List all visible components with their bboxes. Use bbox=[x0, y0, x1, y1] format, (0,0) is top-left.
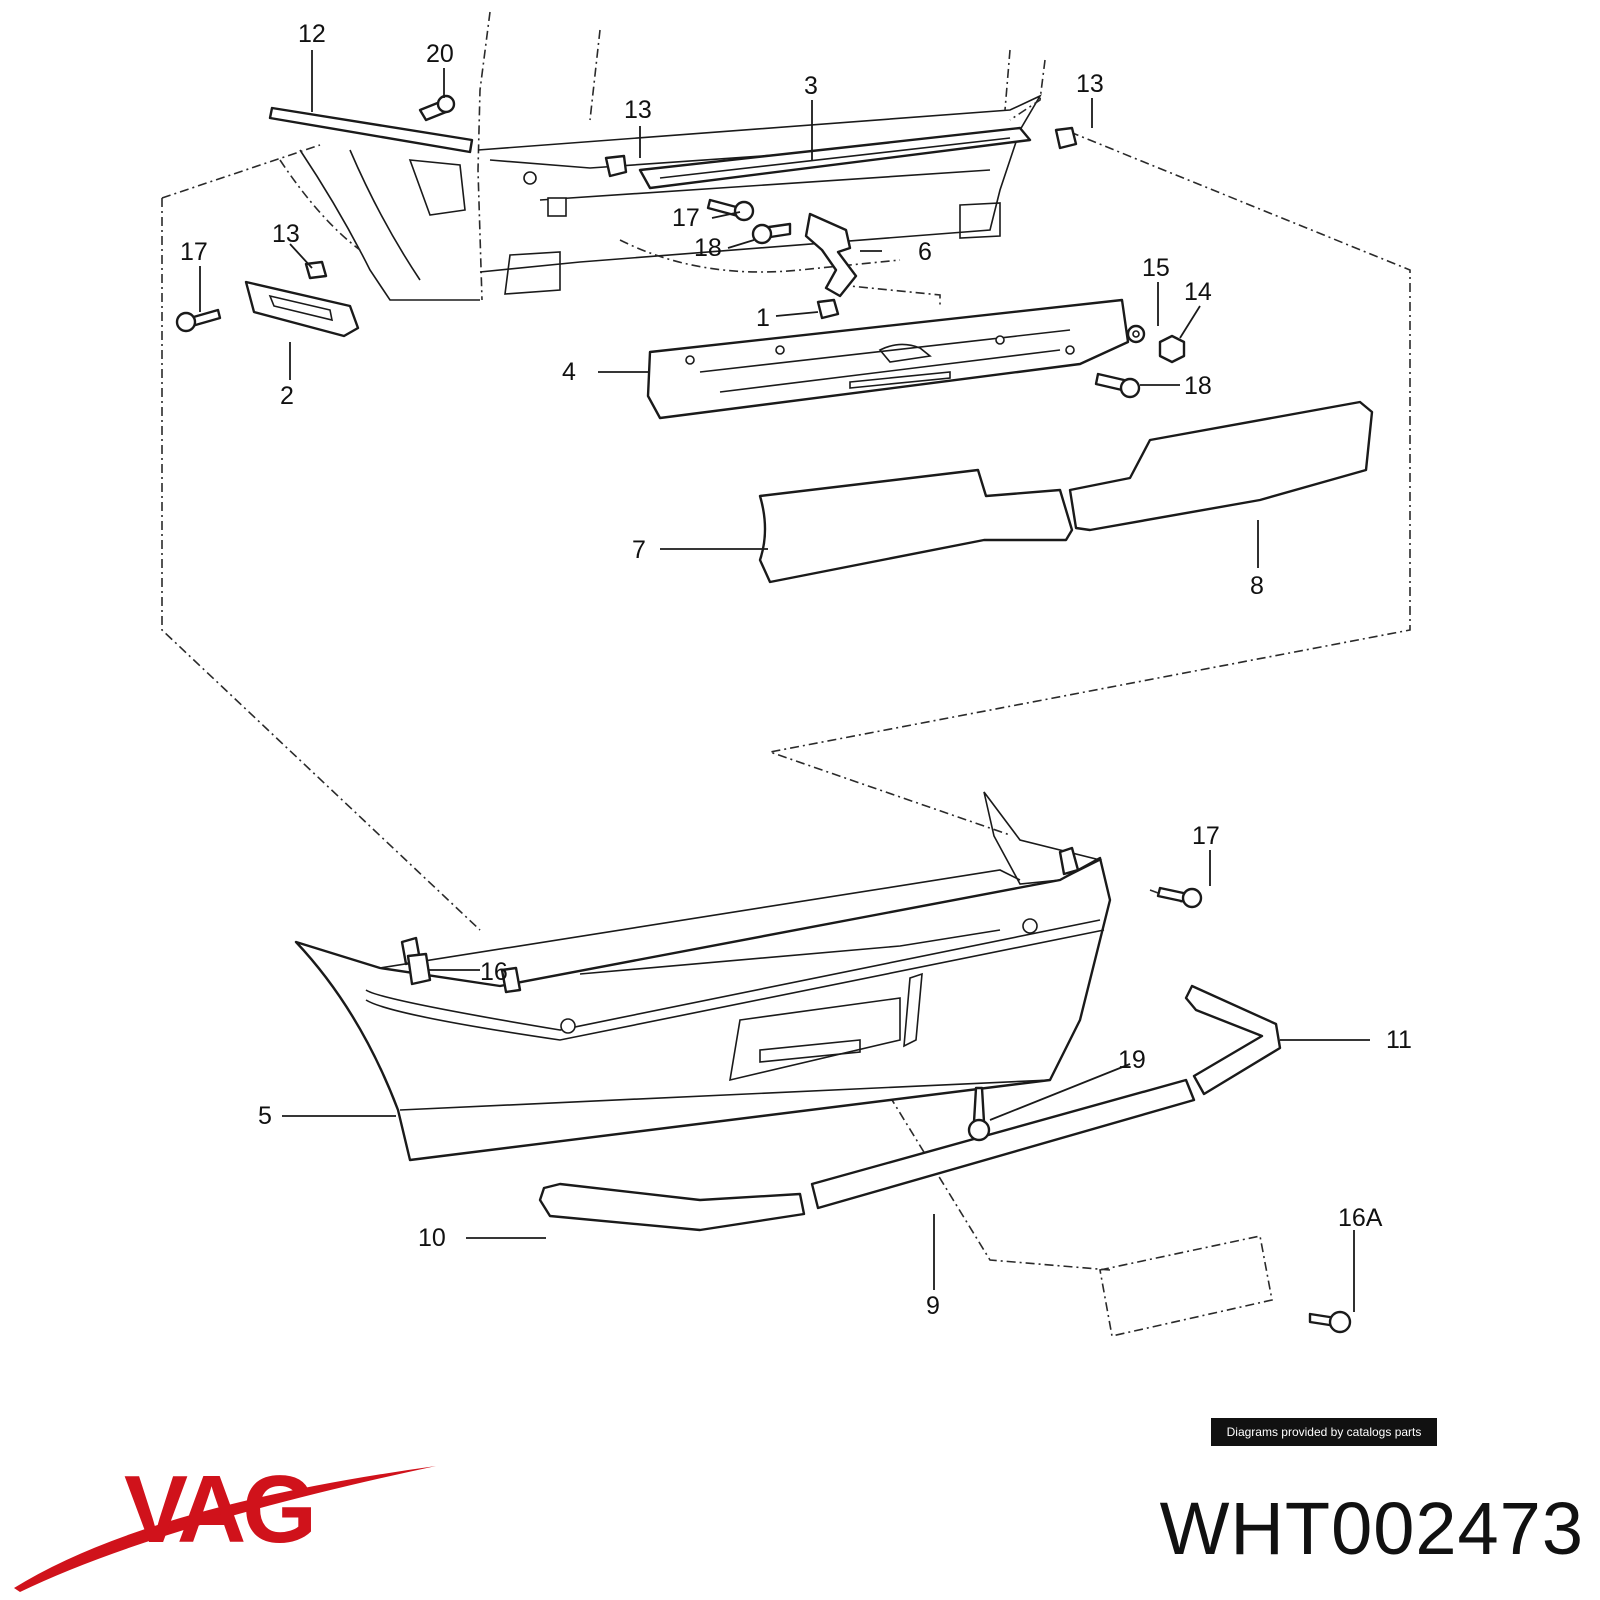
svg-text:VAG: VAG bbox=[124, 1456, 313, 1563]
vag-logo: VAG bbox=[14, 1456, 436, 1592]
callout-16a: 16A bbox=[1338, 1204, 1383, 1232]
part-15-washer bbox=[1126, 324, 1146, 344]
callout-18-right: 18 bbox=[1184, 372, 1212, 400]
callout-11: 11 bbox=[1386, 1026, 1412, 1054]
callout-13-center: 13 bbox=[624, 96, 652, 124]
callout-5: 5 bbox=[258, 1102, 272, 1130]
part-4-impact-beam bbox=[646, 298, 1130, 420]
license-plate-outline bbox=[1099, 1235, 1273, 1337]
callout-16: 16 bbox=[480, 958, 508, 986]
part-16a-screw bbox=[1308, 1310, 1352, 1334]
callout-2: 2 bbox=[280, 382, 294, 410]
callout-12: 12 bbox=[298, 20, 326, 48]
part-6-bracket bbox=[804, 212, 858, 298]
part-17-screws bbox=[175, 198, 1203, 909]
callout-14: 14 bbox=[1184, 278, 1212, 306]
part-2-bracket bbox=[244, 280, 360, 338]
callout-15: 15 bbox=[1142, 254, 1170, 282]
part-10-molding bbox=[538, 1182, 806, 1232]
part-20-screw bbox=[418, 94, 456, 122]
callout-20: 20 bbox=[426, 40, 454, 68]
callout-3: 3 bbox=[804, 72, 818, 100]
callout-17-bumper: 17 bbox=[1192, 822, 1220, 850]
part-12-trim-strip bbox=[268, 106, 474, 154]
callout-labels: 12 20 3 13 13 17 18 6 13 17 15 14 1 4 18… bbox=[180, 20, 1412, 1320]
callout-6: 6 bbox=[918, 238, 932, 266]
part-13-clips bbox=[304, 126, 1078, 280]
callout-7: 7 bbox=[632, 536, 646, 564]
part-16-clip bbox=[406, 952, 432, 986]
part-1-nut bbox=[816, 298, 840, 320]
part-18-bolts bbox=[751, 222, 1141, 399]
part-7-absorber bbox=[758, 468, 1074, 584]
callout-19: 19 bbox=[1118, 1046, 1146, 1074]
callout-17-top: 17 bbox=[672, 204, 700, 232]
callout-13-left: 13 bbox=[272, 220, 300, 248]
part-9-molding bbox=[810, 1078, 1196, 1210]
part-3-rail bbox=[638, 126, 1032, 190]
callout-13-right: 13 bbox=[1076, 70, 1104, 98]
part-8-absorber bbox=[1068, 400, 1374, 532]
callout-1: 1 bbox=[756, 304, 770, 332]
part-14-nut bbox=[1158, 334, 1186, 364]
callout-8: 8 bbox=[1250, 572, 1264, 600]
part-5-bumper-cover bbox=[294, 791, 1112, 1162]
callout-9: 9 bbox=[926, 1292, 940, 1320]
callout-4: 4 bbox=[562, 358, 576, 386]
part-19-screw bbox=[967, 1086, 991, 1142]
callout-18-top: 18 bbox=[694, 234, 722, 262]
leader-lines bbox=[199, 50, 1370, 1312]
callout-17-left: 17 bbox=[180, 238, 208, 266]
part-11-molding bbox=[1184, 984, 1282, 1096]
part-number: WHT002473 bbox=[1159, 1487, 1584, 1570]
diagram-credit-badge: Diagrams provided by catalogs parts bbox=[1211, 1418, 1437, 1446]
callout-10: 10 bbox=[418, 1224, 446, 1252]
